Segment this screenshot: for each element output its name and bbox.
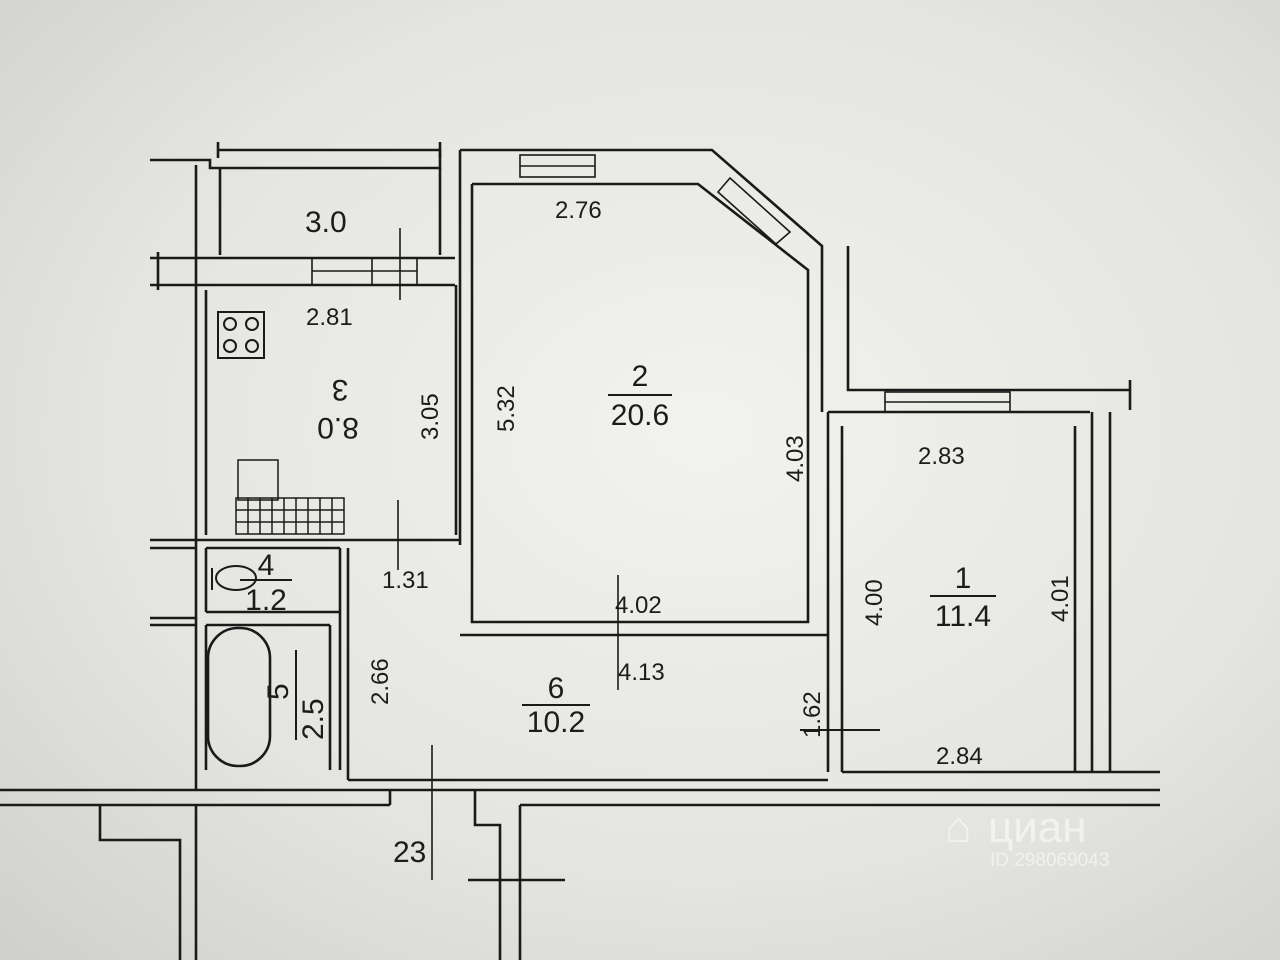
hall-number: 6: [548, 672, 565, 705]
bedroom-left-dim: 4.00: [861, 579, 888, 626]
bedroom-top-dim: 2.83: [918, 443, 965, 470]
cian-logo-icon: ⌂: [945, 803, 972, 852]
stove-icon: [217, 311, 265, 359]
toilet-area: 1.2: [245, 584, 287, 617]
stairwell-number: 23: [393, 836, 426, 869]
bedroom-number: 1: [955, 562, 972, 595]
living-bottom-dim: 4.02: [615, 592, 662, 619]
kitchen-number: 3: [332, 373, 349, 406]
bathroom-area: 2.5: [297, 698, 330, 740]
cian-watermark: ⌂ циан ID 298069043: [945, 803, 1109, 871]
toilet-icon: [211, 565, 257, 591]
windows: [311, 154, 1011, 880]
hall-area: 10.2: [527, 706, 585, 739]
living-number: 2: [632, 360, 649, 393]
listing-id: ID 298069043: [990, 850, 1109, 871]
balcony-area: 3.0: [305, 206, 347, 239]
bathroom-dim: 2.66: [367, 658, 394, 705]
bedroom-right-dim: 4.01: [1047, 575, 1074, 622]
kitchen-width: 2.81: [306, 304, 353, 331]
living-top-dim: 2.76: [555, 197, 602, 224]
living-left-dim: 5.32: [493, 385, 520, 432]
toilet-number: 4: [258, 549, 275, 582]
kitchen-height: 3.05: [417, 393, 444, 440]
walls: [0, 142, 1160, 960]
bedroom-area: 11.4: [935, 600, 991, 633]
toilet-dim: 1.31: [382, 567, 429, 594]
kitchen-area: 8.0: [317, 411, 359, 444]
living-area: 20.6: [611, 399, 669, 432]
bedroom-bottom-dim: 2.84: [936, 743, 983, 770]
hall-dim: 4.13: [618, 659, 665, 686]
living-right-dim: 4.03: [782, 435, 809, 482]
bathroom-number: 5: [262, 683, 295, 700]
sink-icon: [235, 459, 345, 535]
cian-brand: циан: [988, 803, 1087, 852]
